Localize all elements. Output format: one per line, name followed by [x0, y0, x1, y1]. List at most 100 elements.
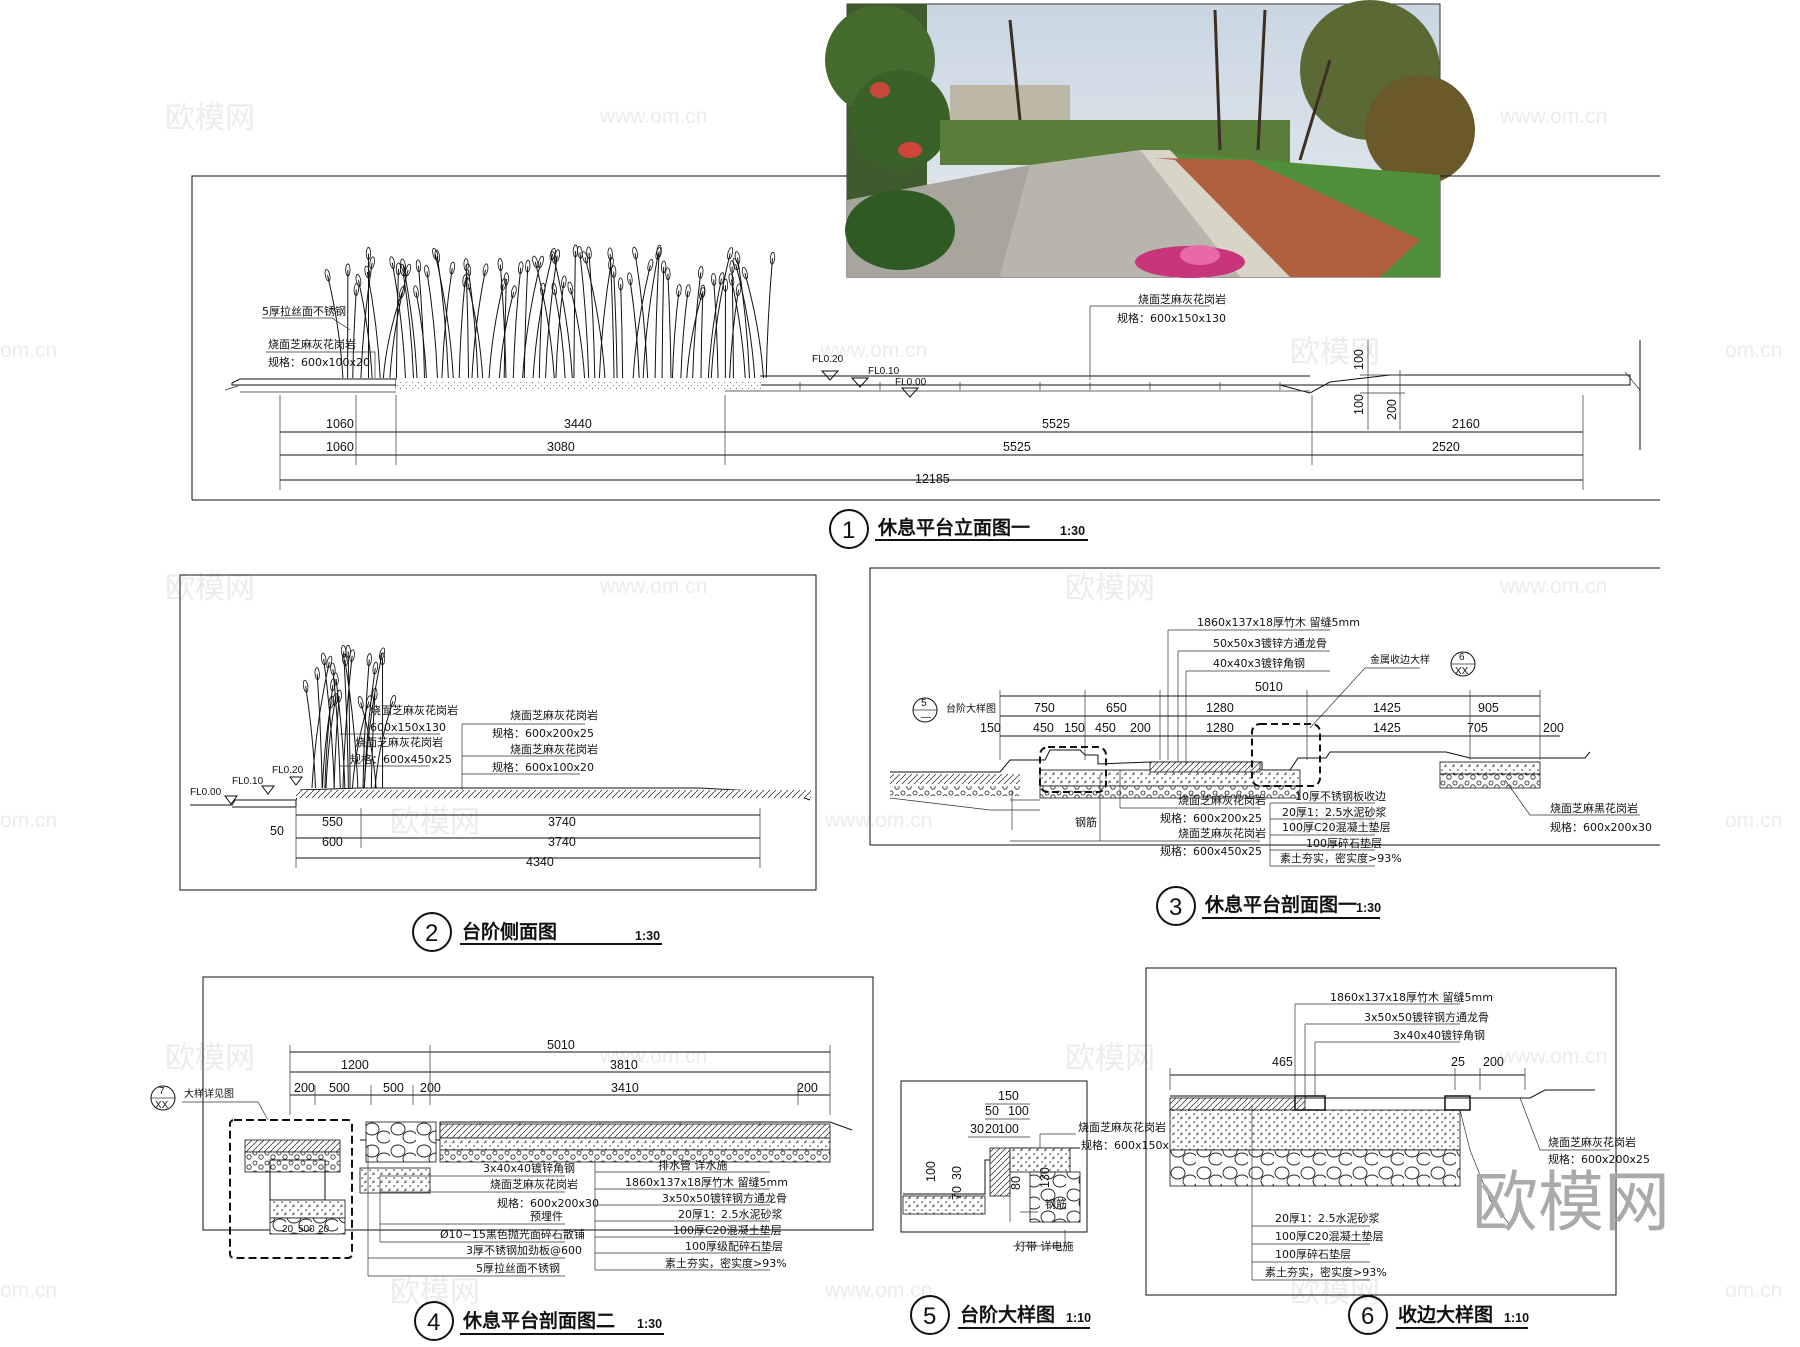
- svg-text:1860x137x18厚竹木 留缝5mm: 1860x137x18厚竹木 留缝5mm: [1330, 990, 1493, 1004]
- watermark-url: om.cn: [1725, 339, 1782, 362]
- grass-blade: [573, 250, 576, 379]
- drawing-2-title: 台阶侧面图: [462, 920, 557, 943]
- svg-text:规格：600x450x25: 规格：600x450x25: [350, 752, 452, 766]
- svg-text:排水管 详水施: 排水管 详水施: [658, 1158, 728, 1172]
- svg-text:600: 600: [322, 835, 343, 849]
- dim-2520: 2520: [1432, 440, 1460, 454]
- grass-seedhead: [611, 265, 617, 278]
- watermark-cn: 欧模网: [1290, 335, 1380, 370]
- grass-blade: [569, 287, 586, 379]
- svg-text:FL0.10: FL0.10: [232, 776, 264, 787]
- grass-blade: [579, 252, 590, 379]
- grass-seedhead: [326, 655, 333, 669]
- watermark-layer: 欧模网 www.om.cn www.om.cn om.cn www.om.cn …: [0, 101, 1782, 1310]
- grass-blade: [324, 684, 334, 789]
- svg-text:素土夯实，密实度>93%: 素土夯实，密实度>93%: [1280, 851, 1402, 865]
- detail-callout-5: [1039, 746, 1107, 793]
- svg-text:30: 30: [970, 1122, 984, 1136]
- watermark-url: om.cn: [1725, 809, 1782, 832]
- svg-text:70: 70: [950, 1186, 964, 1200]
- svg-text:烧面芝麻灰花岗岩: 烧面芝麻灰花岗岩: [1078, 1120, 1166, 1134]
- grass-blade: [729, 289, 740, 379]
- landscape-photo: [825, 0, 1475, 278]
- grass-blade: [538, 289, 544, 379]
- grass-seedhead: [647, 258, 654, 272]
- svg-text:烧面芝麻灰花岗岩: 烧面芝麻灰花岗岩: [1548, 1135, 1636, 1149]
- svg-text:10厚不锈钢板收边: 10厚不锈钢板收边: [1295, 789, 1386, 803]
- svg-text:25: 25: [1451, 1055, 1465, 1069]
- grass-blade: [374, 701, 394, 789]
- grass-seedhead: [345, 263, 351, 277]
- watermark-url: www.om.cn: [1499, 1045, 1607, 1068]
- grass-blade: [553, 257, 573, 379]
- grass-blade: [402, 264, 418, 379]
- svg-text:50: 50: [985, 1104, 999, 1118]
- svg-text:30: 30: [950, 1166, 964, 1180]
- drawing-5-number: 5: [923, 1303, 936, 1330]
- drawing-1-number-circle: [829, 509, 869, 549]
- svg-text:1425: 1425: [1373, 701, 1401, 715]
- label-granite-right: 烧面芝麻灰花岗岩: [1138, 292, 1226, 306]
- label-granite: 烧面芝麻灰花岗岩: [268, 337, 356, 351]
- grass-seedhead: [389, 695, 396, 708]
- svg-text:台阶大样图: 台阶大样图: [946, 702, 996, 715]
- svg-text:100: 100: [924, 1161, 938, 1182]
- grass-seedhead: [503, 272, 509, 286]
- svg-text:50x50x3镀锌方通龙骨: 50x50x3镀锌方通龙骨: [1213, 636, 1327, 650]
- svg-text:3x40x40镀锌角钢: 3x40x40镀锌角钢: [483, 1161, 575, 1175]
- drawing-5-step-detail: 烧面芝麻灰花岗岩 规格：600x150x130 150 50 100 30 20…: [900, 1080, 1190, 1335]
- dim-1060: 1060: [326, 417, 354, 431]
- svg-text:规格：600x450x25: 规格：600x450x25: [1160, 844, 1262, 858]
- grass-blade: [609, 253, 615, 379]
- grass-blade: [629, 278, 640, 379]
- drawing-6-title: 收边大样图: [1398, 1303, 1493, 1326]
- grass-blade: [620, 284, 624, 379]
- grass-blade: [467, 283, 484, 379]
- watermark-url: www.om.cn: [599, 1045, 707, 1068]
- svg-text:100厚碎石垫层: 100厚碎石垫层: [1275, 1247, 1351, 1261]
- grass-seedhead: [727, 247, 734, 260]
- watermark-url: www.om.cn: [1499, 105, 1607, 128]
- grass-blade: [347, 651, 351, 789]
- grass-blade: [710, 253, 731, 379]
- grass-blade: [344, 659, 359, 789]
- grass-seedhead: [465, 263, 472, 277]
- svg-text:预埋件: 预埋件: [530, 1210, 563, 1223]
- svg-text:1280: 1280: [1206, 721, 1234, 735]
- svg-text:200: 200: [1130, 721, 1151, 735]
- svg-text:100厚C20混凝土垫层: 100厚C20混凝土垫层: [1275, 1229, 1384, 1243]
- drawing-5-frame: [900, 1080, 1088, 1233]
- grass-blade: [498, 291, 515, 379]
- grass-seedhead: [364, 265, 371, 279]
- level-marker: FL0.20 FL0.10 FL0.00: [812, 354, 927, 398]
- watermark-cn: 欧模网: [390, 805, 480, 840]
- grass-blade: [362, 659, 370, 789]
- label-steel: 5厚拉丝面不锈钢: [262, 304, 346, 318]
- svg-text:450: 450: [1033, 721, 1054, 735]
- grass-seedhead: [432, 247, 439, 261]
- watermark-cn: 欧模网: [390, 1275, 480, 1310]
- grass-seedhead: [413, 285, 419, 299]
- drawing-6-frame: [1145, 967, 1617, 1296]
- grass-blade: [360, 262, 373, 379]
- svg-text:100: 100: [998, 1122, 1019, 1136]
- grass-seedhead: [567, 281, 574, 295]
- grass-blade: [311, 661, 330, 789]
- svg-text:500: 500: [383, 1081, 404, 1095]
- grass-seedhead: [424, 264, 430, 278]
- dim-1060b: 1060: [326, 440, 354, 454]
- detail-callout-6: [1251, 723, 1321, 787]
- grass-blade: [335, 678, 346, 789]
- svg-text:1200: 1200: [341, 1058, 369, 1072]
- grass-blade: [634, 252, 649, 379]
- grass-blade: [471, 269, 487, 379]
- drawing-6-number: 6: [1361, 1303, 1374, 1330]
- svg-text:200: 200: [797, 1081, 818, 1095]
- watermark-url: www.om.cn: [599, 105, 707, 128]
- grass-blade: [671, 290, 680, 379]
- grass-seedhead: [405, 263, 412, 277]
- drawing-5-number-circle: [910, 1295, 950, 1335]
- grass-seedhead: [632, 246, 638, 260]
- grass-seedhead: [379, 652, 386, 666]
